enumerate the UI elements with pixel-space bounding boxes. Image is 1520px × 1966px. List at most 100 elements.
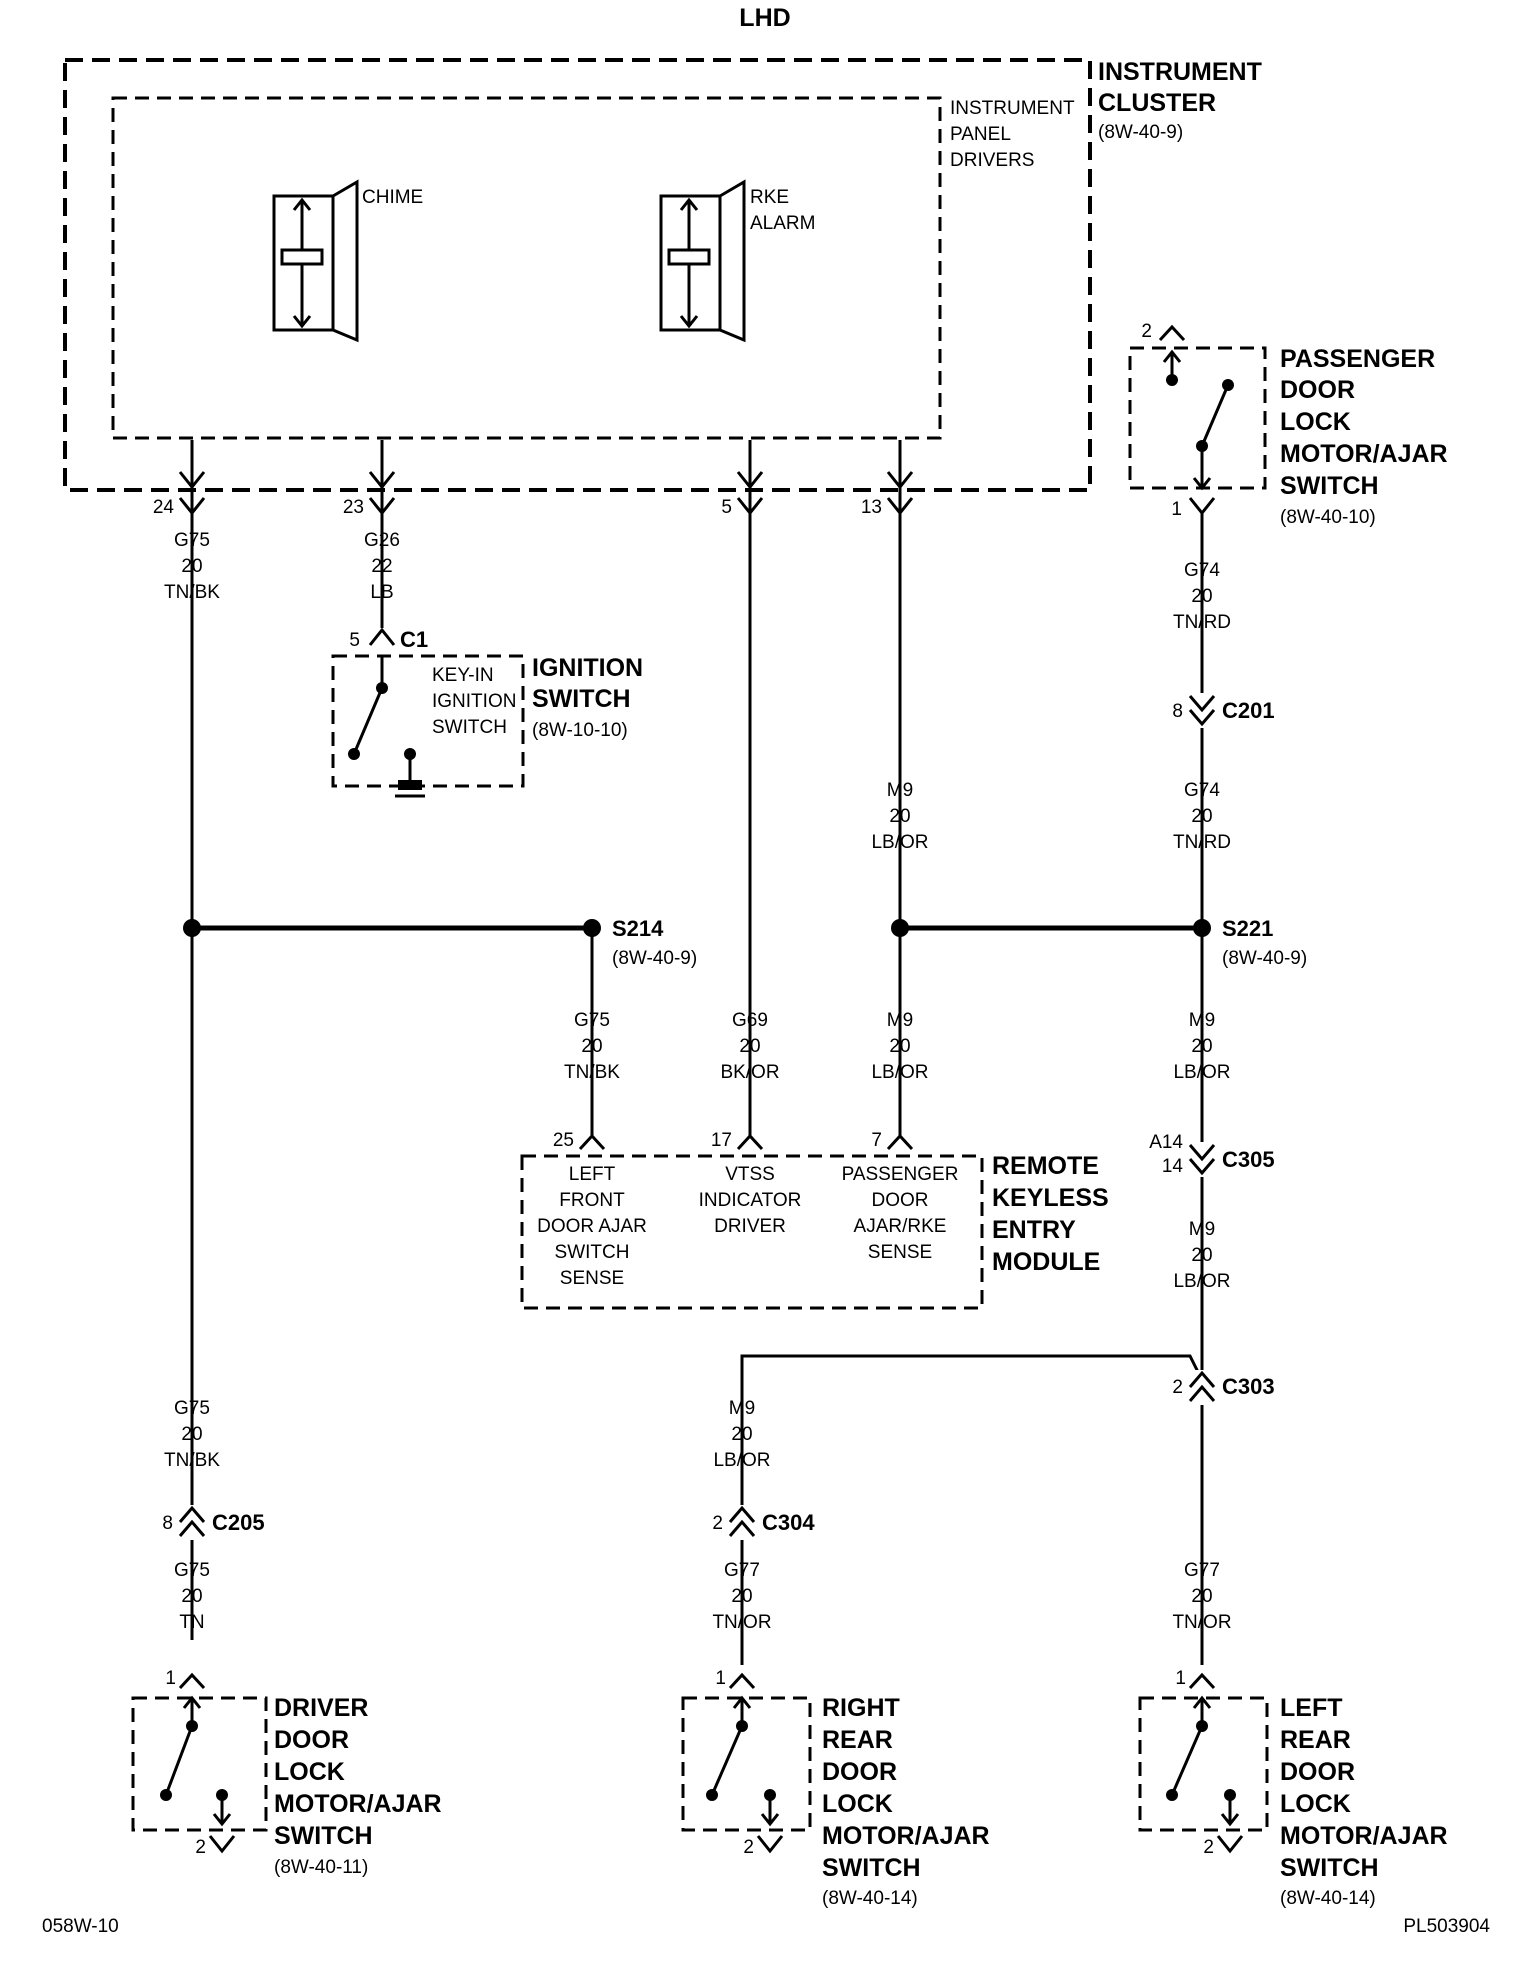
pin-23-label: 23	[343, 497, 364, 518]
svg-text:20: 20	[739, 1036, 760, 1057]
svg-text:2: 2	[1203, 1837, 1214, 1858]
svg-text:2: 2	[195, 1837, 206, 1858]
svg-text:FRONT: FRONT	[559, 1190, 625, 1211]
svg-text:LOCK: LOCK	[1280, 408, 1351, 436]
driver-switch-ref: (8W-40-11)	[274, 1857, 368, 1878]
svg-text:14: 14	[1162, 1156, 1184, 1177]
svg-text:PASSENGER: PASSENGER	[1280, 345, 1435, 373]
footer-left-code: 058W-10	[42, 1916, 119, 1937]
svg-text:TN/BK: TN/BK	[164, 582, 220, 603]
splice-s221: S221 (8W-40-9)	[891, 916, 1307, 969]
svg-text:LEFT: LEFT	[1280, 1694, 1343, 1722]
svg-text:M9: M9	[1189, 1219, 1215, 1240]
svg-text:KEY-IN: KEY-IN	[432, 665, 494, 686]
svg-text:VTSS: VTSS	[725, 1164, 775, 1185]
right-rear-door-lock-switch: 1 2 RIGHT REAR DOOR LOCK MOTOR/AJAR SWIT…	[681, 1668, 990, 1909]
svg-text:TN/RD: TN/RD	[1173, 832, 1231, 853]
svg-text:LB/OR: LB/OR	[1173, 1062, 1230, 1083]
svg-text:G75: G75	[574, 1010, 610, 1031]
svg-text:C205: C205	[212, 1510, 265, 1535]
rke-alarm-speaker-icon	[659, 179, 746, 343]
c205-connector: 8 C205	[162, 1505, 265, 1540]
svg-text:LB/OR: LB/OR	[713, 1450, 770, 1471]
svg-text:DOOR: DOOR	[1280, 376, 1355, 404]
svg-text:LOCK: LOCK	[822, 1790, 893, 1818]
svg-text:LOCK: LOCK	[1280, 1790, 1351, 1818]
svg-text:7: 7	[871, 1130, 882, 1151]
cluster-pin-13	[886, 440, 914, 1136]
svg-text:RIGHT: RIGHT	[822, 1694, 900, 1722]
c201-connector: 8 C201	[1172, 693, 1275, 728]
svg-text:G75: G75	[174, 1398, 210, 1419]
svg-text:S221: S221	[1222, 916, 1273, 941]
svg-text:A14: A14	[1149, 1132, 1183, 1153]
c305-connector: A14 14 C305	[1149, 1132, 1275, 1177]
svg-text:C303: C303	[1222, 1374, 1275, 1399]
svg-text:1: 1	[1175, 1668, 1186, 1689]
ignition-switch-ref: (8W-10-10)	[532, 720, 628, 741]
wire-m9-branch	[740, 1354, 1204, 1545]
instrument-cluster-label-2: CLUSTER	[1098, 89, 1216, 117]
svg-text:DOOR: DOOR	[822, 1758, 897, 1786]
wire-g26-label: G26 22 LB	[364, 530, 400, 603]
instrument-cluster: INSTRUMENT CLUSTER (8W-40-9) INSTRUMENT …	[63, 58, 1262, 492]
svg-text:G74: G74	[1184, 780, 1220, 801]
c303-connector: 2 C303	[1172, 1370, 1275, 1405]
svg-text:8: 8	[1172, 701, 1183, 722]
wire-m9-top-label: M9 20 LB/OR	[871, 780, 928, 853]
svg-text:TN: TN	[179, 1612, 204, 1633]
svg-text:C305: C305	[1222, 1147, 1275, 1172]
rke-alarm-label-2: ALARM	[750, 213, 815, 234]
wire-g75-tn-label: G75 20 TN	[174, 1560, 210, 1633]
svg-text:PASSENGER: PASSENGER	[842, 1164, 959, 1185]
svg-text:LOCK: LOCK	[274, 1758, 345, 1786]
wire-g75-top-label: G75 20 TN/BK	[164, 530, 220, 603]
svg-text:G69: G69	[732, 1010, 768, 1031]
driver-door-lock-switch: 1 2 DRIVER DOOR LOCK MOTOR/AJAR SWITCH (…	[131, 1668, 442, 1878]
svg-text:G77: G77	[724, 1560, 760, 1581]
left-rear-switch-ref: (8W-40-14)	[1280, 1888, 1376, 1909]
svg-text:MOTOR/AJAR: MOTOR/AJAR	[1280, 1822, 1448, 1850]
svg-text:MOTOR/AJAR: MOTOR/AJAR	[274, 1790, 442, 1818]
instrument-panel-drivers-box	[111, 96, 942, 440]
svg-text:TN/BK: TN/BK	[564, 1062, 620, 1083]
pin-5-label: 5	[721, 497, 732, 518]
diagram-title: LHD	[739, 4, 790, 32]
passenger-pin-1-label: 1	[1171, 499, 1182, 520]
svg-text:LB: LB	[370, 582, 393, 603]
svg-text:SWITCH: SWITCH	[1280, 1854, 1379, 1882]
svg-text:M9: M9	[729, 1398, 755, 1419]
svg-text:20: 20	[1191, 806, 1212, 827]
cluster-pin-24	[178, 440, 206, 1640]
pin-24-label: 24	[153, 497, 175, 518]
svg-text:20: 20	[889, 806, 910, 827]
remote-keyless-entry-module: 25 17 7 LEFT FRONT DOOR AJAR SWITCH SENS…	[520, 1130, 1109, 1310]
svg-text:20: 20	[181, 1424, 202, 1445]
svg-text:2: 2	[743, 1837, 754, 1858]
svg-text:SWITCH: SWITCH	[1280, 472, 1379, 500]
svg-text:SWITCH: SWITCH	[432, 717, 507, 738]
svg-text:DOOR: DOOR	[1280, 1758, 1355, 1786]
passenger-door-lock-switch: 2 PASSENGER DOOR LOCK MOTOR/AJAR SWITCH …	[1128, 321, 1448, 528]
svg-text:22: 22	[371, 556, 392, 577]
svg-text:LB/OR: LB/OR	[871, 1062, 928, 1083]
svg-text:KEYLESS: KEYLESS	[992, 1184, 1109, 1212]
svg-text:ENTRY: ENTRY	[992, 1216, 1076, 1244]
svg-text:REMOTE: REMOTE	[992, 1152, 1099, 1180]
svg-text:MOTOR/AJAR: MOTOR/AJAR	[822, 1822, 990, 1850]
ignition-switch: 5 C1 KEY-IN IGNITION SWITCH IGNITION SWI…	[331, 627, 643, 798]
svg-text:LEFT: LEFT	[569, 1164, 616, 1185]
svg-text:BK/OR: BK/OR	[720, 1062, 779, 1083]
wire-g77-mid-label: G77 20 TN/OR	[712, 1560, 771, 1633]
svg-text:G75: G75	[174, 1560, 210, 1581]
svg-text:SENSE: SENSE	[560, 1268, 624, 1289]
svg-text:SENSE: SENSE	[868, 1242, 932, 1263]
footer-right-code: PL503904	[1403, 1916, 1490, 1937]
svg-text:TN/OR: TN/OR	[712, 1612, 771, 1633]
svg-text:25: 25	[553, 1130, 574, 1151]
svg-text:20: 20	[581, 1036, 602, 1057]
cluster-pin-23	[368, 440, 396, 628]
svg-text:IGNITION: IGNITION	[432, 691, 516, 712]
passenger-switch-ref: (8W-40-10)	[1280, 507, 1376, 528]
svg-text:DOOR: DOOR	[274, 1726, 349, 1754]
